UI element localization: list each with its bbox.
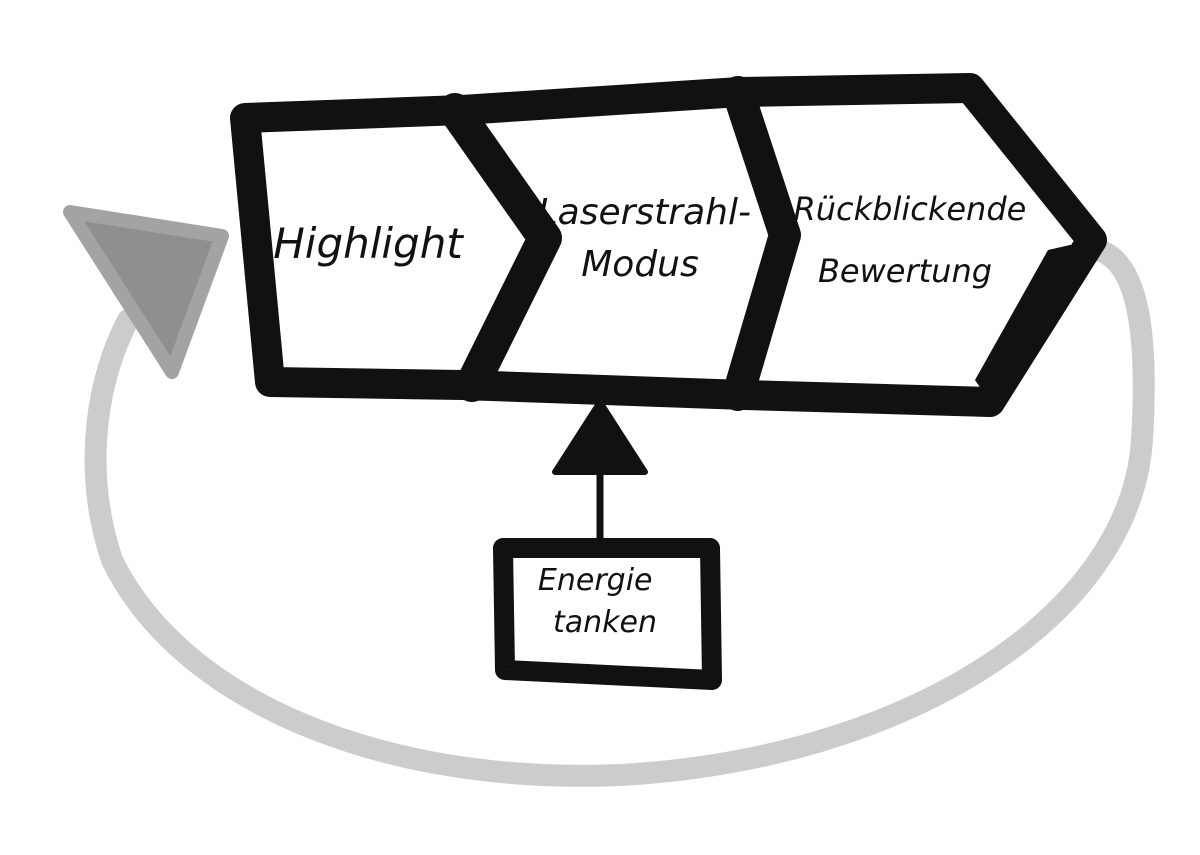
stage-1-line-1: Highlight: [273, 219, 464, 268]
energie-tanken-label: Energie tanken: [538, 563, 662, 640]
stage-3-line-2: Bewertung: [818, 252, 992, 290]
chevron-band: [230, 73, 1107, 417]
input-box-line-1: Energie: [538, 563, 653, 598]
input-box-line-2: tanken: [553, 605, 657, 640]
stage-label-laserstrahl-modus: Laserstrahl- Modus: [538, 192, 763, 285]
input-arrowhead-icon: [552, 399, 648, 475]
chevron-tip-thick: [975, 240, 1092, 402]
feedback-arrowhead-icon: [63, 205, 229, 379]
stage-2-line-2: Modus: [581, 244, 699, 285]
energie-tanken-box: Energie tanken: [493, 538, 722, 690]
stage-2-line-1: Laserstrahl-: [538, 192, 751, 233]
feedback-loop-arrow: [63, 205, 1155, 787]
chevron-separator-1: [438, 93, 562, 402]
stage-3-line-1: Rückblickende: [794, 190, 1027, 228]
chevron-separator-2: [722, 76, 801, 411]
stage-label-rueckblickende-bewertung: Rückblickende Bewertung: [794, 190, 1037, 290]
input-arrow: [552, 399, 648, 549]
stage-label-highlight: Highlight: [273, 219, 464, 268]
energie-tanken-box-outline: [493, 538, 722, 690]
feedback-loop-line: [84, 239, 1155, 787]
